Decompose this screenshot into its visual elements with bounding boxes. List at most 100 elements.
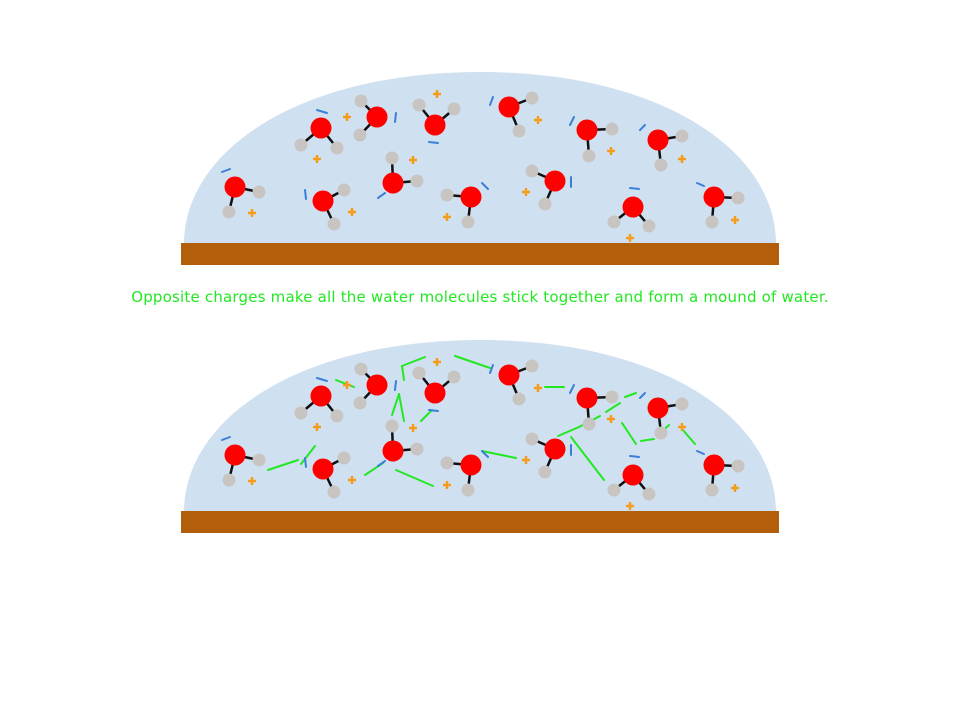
- oxygen-atom: [312, 190, 334, 212]
- hydrogen-atom: [385, 151, 399, 165]
- negative-charge-sign: [377, 192, 386, 199]
- negative-charge-sign: [394, 380, 397, 391]
- attraction-line: [570, 436, 605, 481]
- attraction-line: [401, 356, 426, 367]
- negative-charge-sign: [639, 392, 646, 399]
- hydrogen-atom: [385, 419, 399, 433]
- oxygen-atom: [382, 172, 404, 194]
- oxygen-atom: [312, 458, 334, 480]
- oxygen-atom: [310, 385, 332, 407]
- hydrogen-atom: [330, 409, 344, 423]
- attraction-line: [398, 393, 405, 422]
- hydrogen-atom: [222, 205, 236, 219]
- oxygen-atom: [460, 186, 482, 208]
- negative-charge-sign: [639, 124, 646, 131]
- hydrogen-atom: [353, 396, 367, 410]
- hydrogen-atom: [440, 188, 454, 202]
- negative-charge-sign: [696, 182, 705, 187]
- water-molecule: [696, 450, 745, 497]
- attraction-line: [395, 469, 434, 487]
- hydrogen-atom: [605, 390, 619, 404]
- negative-charge-sign: [377, 460, 386, 467]
- hydrogen-atom: [337, 183, 351, 197]
- negative-charge-sign: [569, 384, 575, 394]
- hydrogen-atom: [512, 392, 526, 406]
- attraction-line: [300, 445, 316, 465]
- water-molecule: [607, 187, 656, 242]
- negative-charge-sign: [221, 168, 231, 173]
- water-molecule: [304, 451, 356, 499]
- negative-charge-sign: [481, 450, 489, 458]
- hydrogen-atom: [327, 217, 341, 231]
- water-molecule: [639, 392, 689, 440]
- water-molecule: [489, 91, 542, 138]
- hydrogen-atom: [294, 406, 308, 420]
- water-molecule: [440, 450, 489, 497]
- hydrogen-atom: [327, 485, 341, 499]
- oxygen-atom: [498, 364, 520, 386]
- water-molecule: [639, 124, 689, 172]
- water-molecule: [294, 377, 344, 431]
- oxygen-atom: [703, 186, 725, 208]
- attraction-line: [420, 409, 433, 422]
- attraction-line: [267, 459, 299, 471]
- attraction-line: [401, 365, 405, 381]
- oxygen-atom: [224, 444, 246, 466]
- oxygen-atom: [382, 440, 404, 462]
- negative-charge-sign: [221, 436, 231, 441]
- oxygen-atom: [366, 106, 388, 128]
- hydrogen-atom: [525, 91, 539, 105]
- hydrogen-atom: [538, 197, 552, 211]
- hydrogen-atom: [447, 370, 461, 384]
- hydrogen-atom: [642, 219, 656, 233]
- water-molecule: [221, 436, 266, 487]
- negative-charge-sign: [428, 409, 439, 412]
- hydrogen-atom: [654, 158, 668, 172]
- table-surface: [181, 243, 779, 265]
- hydrogen-atom: [412, 98, 426, 112]
- oxygen-atom: [460, 454, 482, 476]
- negative-charge-sign: [394, 112, 397, 123]
- hydrogen-atom: [353, 128, 367, 142]
- oxygen-atom: [310, 117, 332, 139]
- hydrogen-atom: [354, 94, 368, 108]
- water-molecule: [343, 94, 397, 142]
- hydrogen-atom: [675, 397, 689, 411]
- water-molecule: [569, 116, 619, 163]
- water-molecule: [522, 164, 572, 211]
- hydrogen-atom: [512, 124, 526, 138]
- water-molecule: [607, 455, 656, 510]
- hydrogen-atom: [222, 473, 236, 487]
- negative-charge-sign: [316, 377, 328, 382]
- negative-charge-sign: [629, 187, 640, 190]
- water-molecule: [377, 419, 424, 467]
- hydrogen-atom: [252, 185, 266, 199]
- negative-charge-sign: [316, 109, 328, 114]
- oxygen-atom: [576, 387, 598, 409]
- hydrogen-atom: [461, 215, 475, 229]
- hydrogen-atom: [337, 451, 351, 465]
- negative-charge-sign: [304, 189, 307, 200]
- attraction-line: [481, 450, 517, 459]
- hydrogen-atom: [525, 164, 539, 178]
- hydrogen-atom: [354, 362, 368, 376]
- hydrogen-atom: [330, 141, 344, 155]
- oxygen-atom: [647, 129, 669, 151]
- hydrogen-atom: [605, 122, 619, 136]
- water-molecule: [412, 358, 461, 412]
- hydrogen-atom: [412, 366, 426, 380]
- negative-charge-sign: [569, 116, 575, 126]
- oxygen-atom: [544, 170, 566, 192]
- hydrogen-atom: [675, 129, 689, 143]
- hydrogen-atom: [410, 174, 424, 188]
- oxygen-atom: [498, 96, 520, 118]
- oxygen-atom: [544, 438, 566, 460]
- water-molecule: [294, 109, 344, 163]
- hydrogen-atom: [582, 149, 596, 163]
- hydrogen-atom: [461, 483, 475, 497]
- hydrogen-atom: [705, 483, 719, 497]
- hydrogen-atom: [607, 215, 621, 229]
- attraction-line: [454, 355, 491, 369]
- hydrogen-atom: [705, 215, 719, 229]
